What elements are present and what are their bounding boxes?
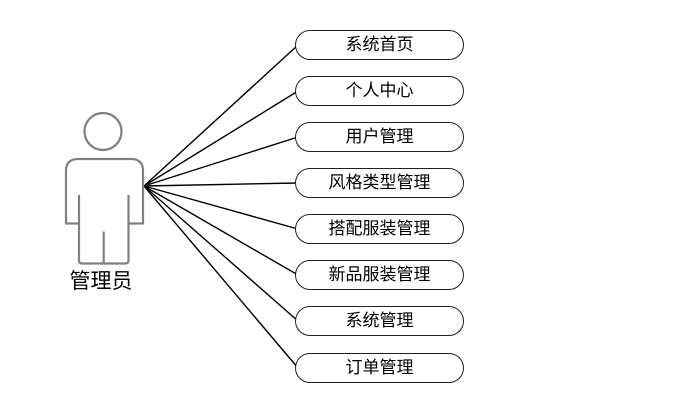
connector-line bbox=[143, 185, 299, 276]
connector-line bbox=[143, 182, 299, 187]
connector-line bbox=[143, 90, 299, 187]
use-case-system-home: 系统首页 bbox=[295, 30, 464, 60]
actor-shoulders-arms bbox=[64, 157, 145, 225]
use-case-system-management: 系统管理 bbox=[295, 306, 464, 336]
use-case-style-type-management: 风格类型管理 bbox=[295, 168, 464, 198]
connector-line bbox=[143, 44, 299, 187]
connector-line bbox=[143, 185, 299, 369]
connector-line bbox=[143, 185, 299, 322]
connector-line bbox=[143, 136, 299, 187]
actor-icon bbox=[64, 111, 145, 265]
actor-label: 管理员 bbox=[69, 269, 133, 293]
actor-head bbox=[83, 111, 123, 152]
actor-torso-legs bbox=[77, 195, 130, 265]
use-case-outfit-management: 搭配服装管理 bbox=[295, 214, 464, 244]
use-case-user-management: 用户管理 bbox=[295, 122, 464, 152]
association-lines bbox=[143, 44, 299, 369]
use-case-personal-center: 个人中心 bbox=[295, 76, 464, 106]
connector-line bbox=[143, 185, 299, 230]
use-case-new-clothing-management: 新品服装管理 bbox=[295, 260, 464, 290]
use-case-order-management: 订单管理 bbox=[295, 353, 464, 383]
